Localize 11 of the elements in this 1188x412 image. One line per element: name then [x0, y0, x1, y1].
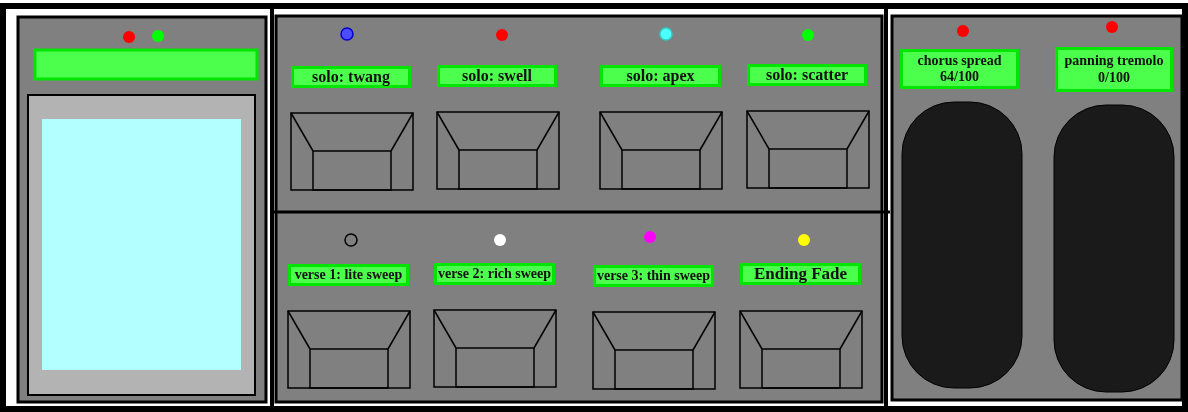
preset-label: solo: swell [437, 65, 557, 87]
screen [42, 119, 241, 370]
preset-label: solo: scatter [747, 64, 867, 86]
preset-label: Ending Fade [740, 263, 861, 285]
preset-label: solo: twang [291, 66, 411, 88]
preset-label: verse 3: thin sweep [593, 265, 714, 287]
preset-label: panning tremolo 0/100 [1055, 47, 1173, 92]
preset-label: chorus spread 64/100 [900, 49, 1019, 89]
preset-label: verse 1: lite sweep [288, 264, 409, 286]
preset-label: solo: apex [600, 65, 721, 87]
preset-label: verse 2: rich sweep [434, 263, 555, 285]
